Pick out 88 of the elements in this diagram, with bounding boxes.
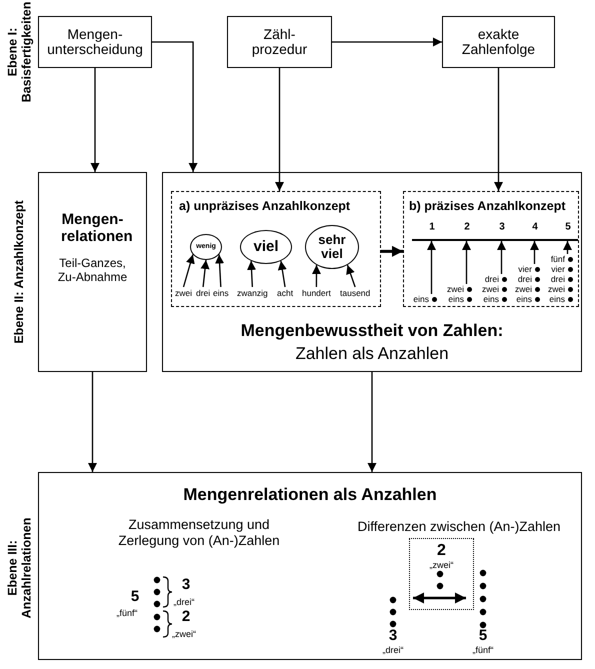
ellipse [240,230,292,264]
arrow [381,246,403,257]
arrow [462,241,471,284]
arrow [530,241,539,264]
number-word: drei [518,274,532,284]
concept-box [38,472,582,660]
number-word: zwei [446,284,464,294]
number-word: „drei“ [382,646,404,656]
number-word: zwanzig [237,288,268,298]
number-word: acht [277,288,294,298]
arrow [88,372,97,472]
number-label: 3 [388,628,398,644]
number-label: 2 [182,608,190,626]
concept-box [38,172,147,372]
number-word: drei [550,274,565,284]
heading: b) präzises Anzahlkonzept [409,199,566,214]
ellipse [305,225,359,269]
ellipse [190,234,222,260]
arrow [215,254,224,288]
tick-number: 2 [464,222,470,232]
number-word: „fünf“ [116,609,138,619]
number-word: „drei“ [174,598,194,608]
arrow [275,68,284,191]
dashed-group-box [403,191,579,307]
process-box [442,16,555,68]
number-word: drei [484,274,499,284]
number-word: eins [213,288,229,298]
arrow [497,241,506,274]
arrow [563,241,572,254]
number-word: zwei [548,284,565,294]
number-word: hundert [302,288,331,298]
tick-number: 3 [499,222,505,232]
node-label: viel [252,238,280,256]
body-text: Zahlen als Anzahlen [294,344,450,364]
process-box [227,16,332,68]
node-label: Mengen- unterscheidung [46,26,144,58]
arrow [152,41,198,172]
arrow [278,260,287,288]
number-word: fünf [550,254,565,264]
heading: a) unpräzises Anzahlkonzept [179,199,350,214]
number-word: drei [196,288,210,298]
number-word: eins [483,294,499,304]
body-text: Teil-Ganzes, Zu-Abnahme [56,257,128,285]
level-label: Ebene I: Basisfertigkeiten [6,0,34,104]
number-word: eins [549,294,565,304]
arrow [427,241,436,294]
arrow [494,68,503,191]
arrow [312,265,321,287]
node-label: exakte Zahlenfolge [460,26,536,58]
level-label: Ebene II: Anzahlkonzept [13,199,27,346]
concept-box [162,172,582,372]
number-label: 3 [182,576,190,594]
dashed-group-box [171,191,381,307]
number-label: 5 [478,628,488,644]
body-text: Differenzen zwischen (An-)Zahlen [356,519,562,535]
node-label: sehr viel [317,232,347,262]
arrow [247,260,256,288]
heading: Mengenrelationen als Anzahlen [182,485,438,505]
number-word: tausend [340,288,370,298]
body-text: Zusammensetzung und Zerlegung von (An-)Zahlen [117,517,281,548]
arrow [200,260,210,288]
number-word: zwei [175,288,192,298]
level-label: Ebene III: Anzahlrelationen [6,516,34,620]
tick-number: 4 [532,222,538,232]
body-text: „zwei“ [428,560,454,570]
process-box [38,16,152,68]
heading: Mengen- relationen [60,211,134,246]
arrow [368,372,376,472]
number-word: vier [518,264,532,274]
tick-number: 5 [565,222,571,232]
number-word: „zwei“ [172,630,196,640]
arrow [332,38,442,46]
number-word: zwei [514,284,532,294]
arrow [182,254,195,288]
arrow [346,264,356,288]
node-label: Zähl- prozedur [250,26,308,58]
tick-number: 1 [429,222,435,232]
number-word: „fünf“ [472,646,494,656]
heading: 2 [436,542,447,560]
number-label: 5 [130,588,140,606]
number-word: eins [516,294,532,304]
heading: Mengenbewusstheit von Zahlen: [240,321,504,341]
number-word: zwei [482,284,499,294]
arrow [90,68,100,172]
number-word: eins [448,294,464,304]
number-word: eins [413,294,429,304]
number-word: vier [551,264,565,274]
number-line [412,239,578,241]
